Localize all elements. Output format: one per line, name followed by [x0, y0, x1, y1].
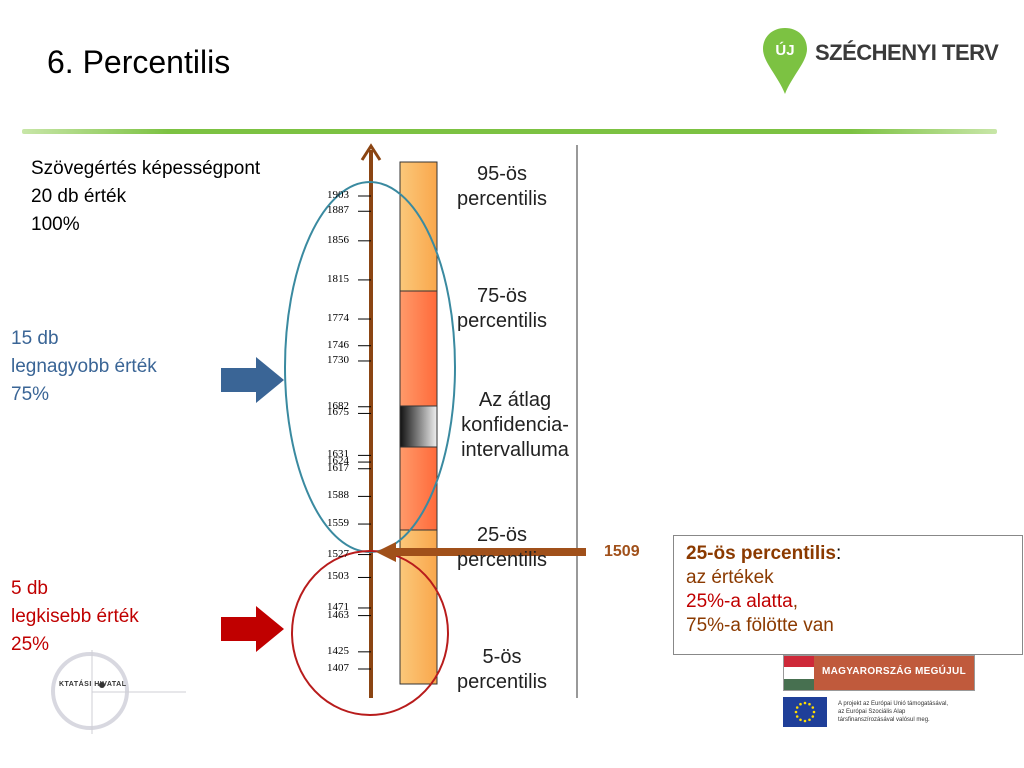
intro-line-2: 20 db érték	[31, 186, 127, 207]
upper-group-arrow	[221, 357, 284, 403]
oktatasi-hivatal-logo-icon	[51, 650, 186, 734]
header-divider	[22, 129, 997, 134]
eu-star	[795, 715, 799, 718]
band-95-fill	[399, 161, 438, 292]
callout-heading: 25-ös percentilis	[686, 543, 836, 564]
tick-label: 1624	[327, 455, 349, 468]
lower-group-ellipse	[291, 550, 449, 716]
eu-flag-icon	[783, 697, 827, 727]
eu-funding-text: A projekt az Európai Unió támogatásával,…	[838, 700, 948, 724]
marker-value: 1509	[604, 543, 640, 560]
logo-name: SZÉCHENYI TERV	[815, 40, 999, 65]
band-75-line-1: 75-ös	[476, 285, 528, 307]
tick-label: 1425	[327, 644, 349, 657]
scale-axis-arrowhead	[360, 143, 382, 161]
callout-line-2: 25%-a alatta,	[686, 590, 1010, 614]
tick-label: 1887	[327, 204, 349, 217]
eu-line-3: társfinanszírozásával valósul meg.	[838, 717, 930, 723]
tick-label: 1746	[327, 338, 349, 351]
tick-label: 1588	[327, 489, 349, 502]
oktatasi-hivatal-name: KTATÁSI HIVATAL	[59, 681, 127, 688]
lower-line-2: legkisebb érték	[11, 606, 139, 627]
callout-below: 25%-a alatta	[686, 591, 793, 612]
band-ci-line-3: intervalluma	[461, 439, 569, 461]
band-25-line-1: 25-ös	[476, 524, 528, 546]
logo-icon-text: ÚJ	[775, 41, 794, 59]
eu-star	[808, 702, 811, 706]
intro-line-3: 100%	[31, 214, 80, 235]
tick-label: 1815	[327, 272, 349, 285]
percentile-callout: 25-ös percentilis: az értékek 25%-a alat…	[673, 535, 1023, 655]
tick-label: 1675	[327, 406, 349, 419]
tick-label: 1774	[327, 312, 349, 325]
eu-stars-icon	[794, 701, 816, 723]
band-25-line-2: percentilis	[456, 549, 548, 571]
banner-text: MAGYARORSZÁG MEGÚJUL	[822, 666, 966, 677]
tick-label: 1617	[327, 461, 349, 474]
hungarian-flag-icon	[784, 656, 814, 690]
tick-label: 1503	[327, 570, 349, 583]
band-ci-line-2: konfidencia-	[461, 414, 569, 436]
band-label-75: 75-ös percentilis	[437, 284, 567, 334]
magyarorszag-banner: MAGYARORSZÁG MEGÚJUL	[783, 655, 975, 691]
band-ci-line-1: Az átlag	[478, 389, 552, 411]
eu-line-1: A projekt az Európai Unió támogatásával,	[838, 701, 949, 707]
eu-line-2: az Európai Szociális Alap	[838, 709, 906, 715]
band-25	[399, 446, 438, 531]
tick-label: 1559	[327, 517, 349, 530]
eu-star	[812, 710, 816, 714]
eu-star	[794, 710, 798, 714]
tick-label: 1730	[327, 353, 349, 366]
lower-line-3: 25%	[11, 634, 50, 655]
marker-arrow-head	[376, 542, 396, 562]
intro-line-1: Szövegértés képességpont	[31, 158, 261, 179]
tick-marks	[358, 195, 371, 670]
page-title: 6. Percentilis	[47, 44, 231, 80]
lower-line-1: 5 db	[11, 578, 48, 599]
callout-line-1: az értékek	[686, 567, 774, 588]
tick-label: 1903	[327, 189, 349, 201]
band-label-ci: Az átlag konfidencia- intervalluma	[445, 388, 585, 463]
upper-line-1: 15 db	[11, 328, 59, 349]
eu-star	[811, 715, 815, 718]
eu-star	[811, 706, 815, 709]
band-95-line-1: 95-ös	[476, 163, 528, 185]
upper-line-3: 75%	[11, 384, 50, 405]
callout-line-3: 75%-a fölötte van	[686, 615, 834, 636]
eu-star	[799, 718, 802, 722]
lower-group-arrow	[221, 606, 284, 652]
marker-arrow-shaft	[392, 548, 586, 556]
band-75-line-2: percentilis	[456, 310, 548, 332]
eu-star	[808, 718, 811, 722]
intro-text: Szövegértés képességpont 20 db érték 100…	[31, 155, 260, 239]
band-75-fill	[399, 290, 438, 407]
band-label-95: 95-ös percentilis	[437, 162, 567, 212]
band-label-5: 5-ös percentilis	[437, 645, 567, 695]
lower-group-text: 5 db legkisebb érték 25%	[11, 575, 139, 659]
upper-group-text: 15 db legnagyobb érték 75%	[11, 325, 157, 409]
band-95-line-2: percentilis	[456, 188, 548, 210]
tick-label: 1527	[327, 547, 349, 560]
callout-heading-line: 25-ös percentilis:	[686, 542, 1010, 566]
band-5-line-1: 5-ös	[482, 646, 522, 668]
callout-comma: ,	[792, 591, 798, 612]
band-label-25: 25-ös percentilis	[437, 523, 567, 573]
eu-star	[803, 719, 807, 723]
tick-label: 1463	[327, 608, 349, 621]
tick-label: 1407	[327, 662, 349, 674]
tick-label: 1682	[327, 399, 349, 412]
band-ci	[399, 405, 438, 448]
upper-line-2: legnagyobb érték	[11, 356, 157, 377]
eu-star	[803, 701, 807, 705]
eu-star	[795, 706, 799, 709]
eu-star	[799, 702, 802, 706]
tick-label: 1471	[327, 600, 349, 613]
tick-label: 1856	[327, 233, 349, 246]
tick-label: 1631	[327, 448, 349, 461]
szechenyi-logo-icon: ÚJ	[763, 28, 807, 94]
callout-colon: :	[835, 543, 842, 564]
band-5-line-2: percentilis	[456, 671, 548, 693]
